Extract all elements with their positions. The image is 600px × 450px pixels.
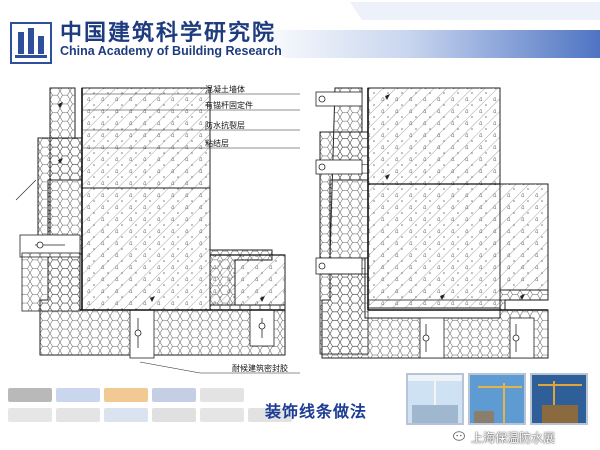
annotation-sealant: 耐候建筑密封胶 bbox=[232, 364, 288, 373]
header-banner bbox=[250, 2, 600, 58]
deco-tile bbox=[8, 388, 52, 402]
construction-site-photo bbox=[530, 373, 588, 425]
org-name-en: China Academy of Building Research bbox=[60, 44, 282, 58]
wechat-icon bbox=[453, 431, 465, 441]
deco-tile bbox=[152, 408, 196, 422]
deco-tile bbox=[104, 408, 148, 422]
slide-caption: 装饰线条做法 bbox=[265, 402, 368, 421]
org-name-cn: 中国建筑科学研究院 bbox=[60, 20, 277, 46]
deco-tile bbox=[248, 408, 292, 422]
left-detail bbox=[15, 87, 300, 374]
watermark-text: 上海保温防水展 bbox=[471, 430, 556, 445]
deco-tile bbox=[56, 388, 100, 402]
annotation-bonding-layer: 粘结层 bbox=[205, 139, 229, 148]
deco-tile bbox=[200, 408, 244, 422]
deco-tile bbox=[8, 408, 52, 422]
annotation-concrete-wall: 混凝土墙体 bbox=[205, 85, 245, 94]
crane-sky-photo bbox=[468, 373, 526, 425]
annotation-waterproof-layer: 防水抗裂层 bbox=[205, 121, 245, 130]
deco-tile bbox=[152, 388, 196, 402]
watermark: 上海保温防水展 bbox=[453, 428, 555, 446]
deco-tile bbox=[104, 388, 148, 402]
annotation-anchor-fixing: 有锚杆固定件 bbox=[205, 101, 253, 110]
deco-tile bbox=[56, 408, 100, 422]
header: 中国建筑科学研究院 China Academy of Building Rese… bbox=[0, 0, 600, 70]
academy-logo bbox=[10, 22, 52, 64]
window-view-photo bbox=[406, 373, 464, 425]
right-detail bbox=[315, 87, 549, 359]
deco-tile bbox=[200, 388, 244, 402]
